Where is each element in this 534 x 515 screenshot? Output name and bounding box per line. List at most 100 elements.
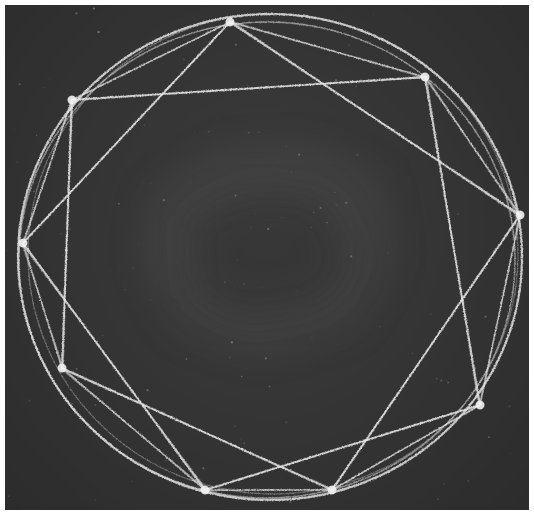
star-line bbox=[204, 404, 481, 491]
chalk-speck bbox=[65, 171, 66, 172]
chalk-speck bbox=[40, 184, 41, 185]
chalk-speck bbox=[311, 227, 312, 228]
chalk-speck bbox=[235, 44, 237, 46]
chalk-speck bbox=[76, 12, 78, 14]
chalk-speck bbox=[16, 161, 18, 163]
chalk-speck bbox=[348, 45, 350, 47]
chalk-speck bbox=[183, 58, 185, 60]
chalk-speck bbox=[472, 291, 473, 292]
chalk-speck bbox=[484, 316, 486, 318]
chalk-speck bbox=[31, 212, 33, 214]
chalk-speck bbox=[8, 495, 10, 497]
chalk-speck bbox=[356, 85, 358, 87]
vertex-dot bbox=[421, 73, 430, 82]
chalk-speck bbox=[43, 87, 44, 88]
chalk-speck bbox=[443, 483, 444, 484]
chalk-speck bbox=[440, 380, 442, 382]
chalk-speck bbox=[329, 56, 330, 57]
chalk-speck bbox=[224, 281, 226, 283]
chalk-speck bbox=[150, 299, 151, 300]
chalk-speck bbox=[290, 501, 292, 503]
chalk-speck bbox=[21, 288, 23, 290]
chalk-speck bbox=[33, 191, 34, 192]
chalk-speck bbox=[124, 289, 126, 291]
chalk-speck bbox=[430, 313, 432, 315]
vertex-dot bbox=[516, 211, 525, 220]
chalk-speck bbox=[163, 199, 165, 201]
chalk-speck bbox=[33, 182, 34, 183]
chalk-speck bbox=[243, 283, 245, 285]
chalk-speck bbox=[418, 75, 419, 76]
chalk-speck bbox=[111, 270, 112, 271]
edge-line bbox=[73, 23, 229, 99]
chalk-speck bbox=[93, 7, 95, 9]
chalk-speck bbox=[150, 183, 151, 184]
chalk-speck bbox=[179, 20, 180, 21]
chalk-speck bbox=[320, 207, 322, 209]
chalk-speck bbox=[132, 481, 133, 482]
vertex-dot bbox=[201, 486, 210, 495]
chalk-speck bbox=[62, 255, 63, 256]
chalk-speck bbox=[229, 356, 231, 358]
star-line bbox=[73, 78, 424, 99]
chalk-speck bbox=[508, 405, 510, 407]
chalk-speck bbox=[326, 222, 327, 223]
chalk-speck bbox=[28, 400, 30, 402]
chalk-speck bbox=[250, 227, 251, 228]
star-line bbox=[61, 369, 333, 489]
edge-line bbox=[331, 404, 481, 491]
vertex-dot bbox=[19, 239, 28, 248]
chalk-speck bbox=[241, 376, 242, 377]
chalk-speck bbox=[457, 213, 458, 214]
chalk-speck bbox=[104, 159, 105, 160]
chalk-speck bbox=[436, 378, 438, 380]
chalk-speck bbox=[47, 447, 48, 448]
chalk-speck bbox=[143, 124, 145, 126]
edge-line bbox=[426, 76, 519, 216]
chalk-speck bbox=[69, 228, 71, 230]
chalk-speck bbox=[244, 489, 246, 491]
chalk-speck bbox=[248, 132, 250, 134]
chalk-speck bbox=[347, 11, 348, 12]
chalk-speck bbox=[214, 149, 215, 150]
chalk-speck bbox=[240, 438, 241, 439]
chalk-speck bbox=[356, 154, 358, 156]
chalk-speck bbox=[335, 79, 337, 81]
chalk-speck bbox=[76, 368, 78, 370]
chalk-speck bbox=[281, 217, 282, 218]
chalk-speck bbox=[506, 264, 507, 265]
chalk-speck bbox=[190, 182, 191, 183]
erased-smudge bbox=[145, 150, 390, 350]
chalk-speck bbox=[350, 255, 352, 257]
chalk-speck bbox=[102, 335, 103, 336]
chalk-speck bbox=[72, 370, 74, 372]
chalk-speck bbox=[186, 322, 187, 323]
chalk-speck bbox=[468, 480, 469, 481]
chalk-speck bbox=[298, 154, 300, 156]
chalk-speck bbox=[468, 179, 469, 180]
chalk-speck bbox=[265, 357, 267, 359]
vertex-dot bbox=[68, 96, 77, 105]
vertex-dot bbox=[58, 364, 67, 373]
vertex-dot bbox=[226, 18, 235, 27]
chalk-speck bbox=[313, 212, 314, 213]
chalk-speck bbox=[132, 267, 134, 269]
chalk-speck bbox=[234, 425, 235, 426]
chalk-speck bbox=[291, 172, 292, 173]
chalk-speck bbox=[94, 25, 95, 26]
chalk-speck bbox=[160, 506, 161, 507]
chalk-speck bbox=[488, 436, 490, 438]
chalk-speck bbox=[281, 478, 282, 479]
star-line bbox=[63, 101, 71, 367]
chalk-speck bbox=[295, 18, 296, 19]
chalk-drawing bbox=[5, 5, 529, 510]
chalk-speck bbox=[262, 287, 263, 288]
edge-line bbox=[24, 101, 71, 242]
chalk-speck bbox=[95, 404, 97, 406]
chalk-speck bbox=[147, 389, 149, 391]
chalk-speck bbox=[269, 385, 271, 387]
chalk-speck bbox=[36, 135, 38, 137]
vertex-dot bbox=[328, 486, 337, 495]
chalk-speck bbox=[387, 252, 388, 253]
chalk-speck bbox=[255, 214, 256, 215]
